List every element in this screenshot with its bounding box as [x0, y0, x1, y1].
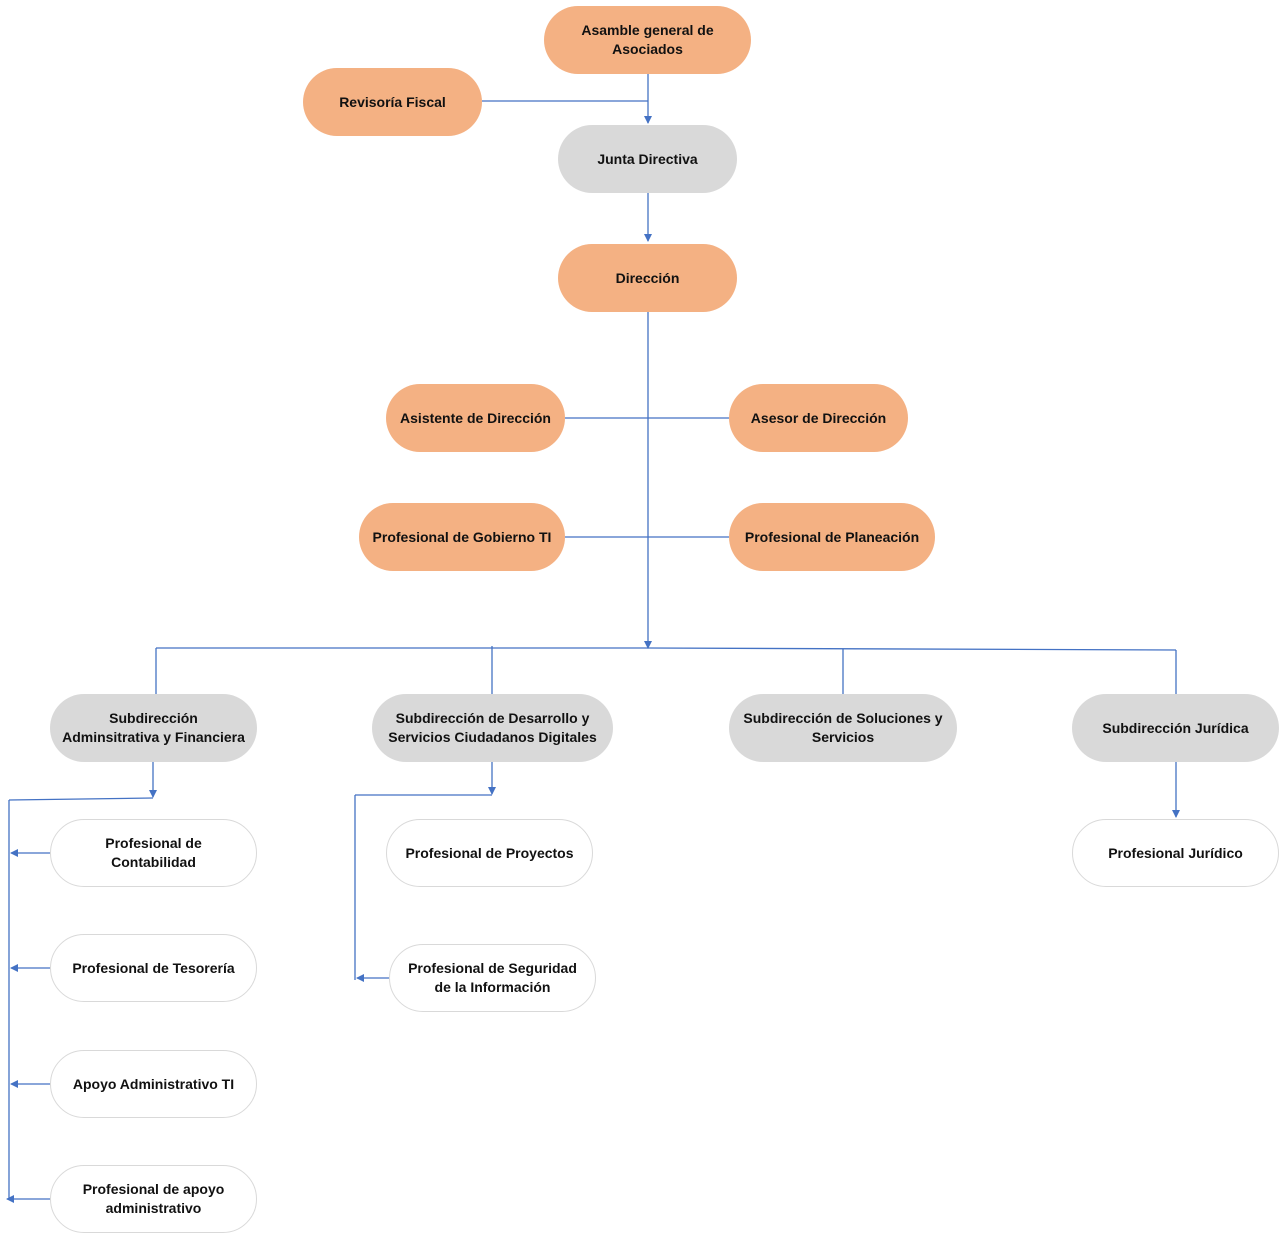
- node-asesor-label: Asesor de Dirección: [750, 409, 887, 426]
- node-junta[interactable]: Junta Directiva: [558, 125, 737, 193]
- node-sub-admin-label: Subdirección Adminsitrativa y Financiera: [62, 710, 245, 745]
- node-seguridad[interactable]: Profesional de Seguridad de la Informaci…: [389, 944, 596, 1012]
- node-asistente-label: Asistente de Dirección: [400, 409, 551, 426]
- node-apoyo-ti[interactable]: Apoyo Administrativo TI: [50, 1050, 257, 1118]
- node-asamblea[interactable]: Asamble general de Asociados: [544, 6, 751, 74]
- node-revisoria-label: Revisoría Fiscal: [339, 93, 446, 110]
- node-contabilidad[interactable]: Profesional de Contabilidad: [50, 819, 257, 887]
- node-contabilidad-label: Profesional de Contabilidad: [105, 835, 202, 870]
- node-sub-desarrollo-label: Subdirección de Desarrollo y Servicios C…: [388, 710, 597, 745]
- node-sub-admin[interactable]: Subdirección Adminsitrativa y Financiera: [50, 694, 257, 762]
- node-direccion-label: Dirección: [615, 269, 680, 286]
- node-junta-label: Junta Directiva: [597, 150, 698, 167]
- node-seguridad-label: Profesional de Seguridad de la Informaci…: [408, 960, 577, 995]
- line-admin-bus: [8, 797, 154, 801]
- node-tesoreria[interactable]: Profesional de Tesorería: [50, 934, 257, 1002]
- node-apoyo-admin[interactable]: Profesional de apoyo administrativo: [50, 1165, 257, 1233]
- line-subdirection-bus: [156, 647, 1177, 651]
- node-proyectos[interactable]: Profesional de Proyectos: [386, 819, 593, 887]
- node-asamblea-label: Asamble general de Asociados: [581, 22, 714, 57]
- node-asesor[interactable]: Asesor de Dirección: [729, 384, 908, 452]
- node-sub-soluciones[interactable]: Subdirección de Soluciones y Servicios: [729, 694, 957, 762]
- node-juridico-label: Profesional Jurídico: [1108, 844, 1243, 861]
- node-sub-juridica-label: Subdirección Jurídica: [1102, 719, 1249, 736]
- node-proyectos-label: Profesional de Proyectos: [405, 844, 574, 861]
- node-planeacion-label: Profesional de Planeación: [744, 528, 920, 545]
- node-gobierno-ti-label: Profesional de Gobierno TI: [372, 528, 552, 545]
- node-juridico[interactable]: Profesional Jurídico: [1072, 819, 1279, 887]
- node-sub-desarrollo[interactable]: Subdirección de Desarrollo y Servicios C…: [372, 694, 613, 762]
- node-apoyo-admin-label: Profesional de apoyo administrativo: [82, 1181, 225, 1216]
- node-tesoreria-label: Profesional de Tesorería: [72, 959, 235, 976]
- node-sub-juridica[interactable]: Subdirección Jurídica: [1072, 694, 1279, 762]
- node-sub-soluciones-label: Subdirección de Soluciones y Servicios: [743, 710, 943, 745]
- node-planeacion[interactable]: Profesional de Planeación: [729, 503, 935, 571]
- node-revisoria[interactable]: Revisoría Fiscal: [303, 68, 482, 136]
- node-direccion[interactable]: Dirección: [558, 244, 737, 312]
- node-apoyo-ti-label: Apoyo Administrativo TI: [72, 1075, 235, 1092]
- node-gobierno-ti[interactable]: Profesional de Gobierno TI: [359, 503, 565, 571]
- node-asistente[interactable]: Asistente de Dirección: [386, 384, 565, 452]
